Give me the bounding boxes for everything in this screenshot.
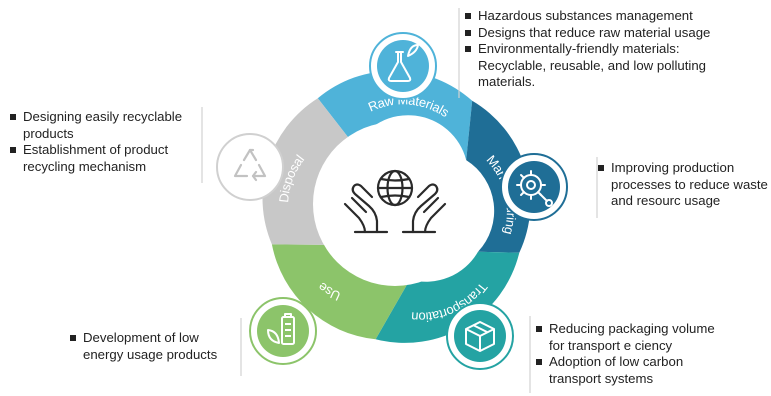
list-item: Hazardous substances management [465, 8, 760, 25]
use-bubble [249, 297, 317, 365]
segment-transportation [375, 251, 520, 343]
raw-materials-bubble [369, 32, 437, 100]
battery-leaf-icon [267, 313, 295, 345]
list-item: Establishment of product recycling mecha… [10, 142, 200, 175]
list-item: Improving production processes to reduce… [598, 160, 770, 210]
hands-holding-globe-icon [343, 169, 447, 234]
manufacturing-notes: Improving production processes to reduce… [598, 160, 770, 210]
transportation-notes: Reducing packaging volume for transport … [536, 321, 731, 387]
use-notes: Development of low energy usage products [70, 330, 240, 363]
list-item: Adoption of low carbon transport systems [536, 354, 731, 387]
manufacturing-bubble [500, 153, 568, 221]
recycle-icon [233, 148, 267, 182]
list-item: Designs that reduce raw material usage [465, 25, 760, 42]
transportation-bubble [446, 302, 514, 370]
flask-leaf-icon [387, 44, 419, 82]
list-item: Development of low energy usage products [70, 330, 240, 363]
disposal-notes: Designing easily recyclable products Est… [10, 109, 200, 175]
list-item: Designing easily recyclable products [10, 109, 200, 142]
box-icon [465, 321, 495, 352]
connector-lines [201, 8, 598, 393]
raw-materials-notes: Hazardous substances management Designs … [465, 8, 760, 91]
segment-disposal [262, 98, 356, 245]
segment-use [271, 244, 410, 340]
gear-wrench-icon [516, 170, 553, 207]
disposal-bubble [216, 133, 284, 201]
list-item: Environmentally-friendly materials: Recy… [465, 41, 723, 91]
list-item: Reducing packaging volume for transport … [536, 321, 731, 354]
